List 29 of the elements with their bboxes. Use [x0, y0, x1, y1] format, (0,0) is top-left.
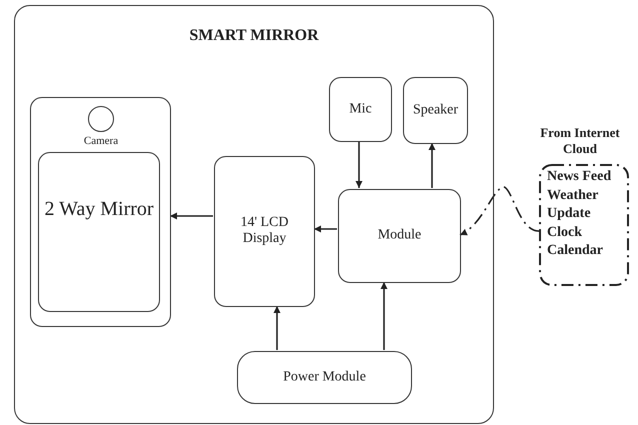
arrow — [356, 141, 362, 188]
system-frame — [14, 5, 494, 424]
camera-label: Camera — [82, 135, 120, 148]
node-label: Speaker — [412, 102, 460, 119]
feed-item: Clock — [547, 224, 582, 242]
module-box — [338, 189, 461, 283]
display-box — [214, 156, 315, 307]
node-label: 14' LCD Display — [239, 214, 290, 248]
node-label: 2 Way Mirror — [43, 197, 155, 221]
node-label: Power Module — [282, 369, 367, 386]
arrow — [314, 226, 337, 232]
speaker-box — [403, 77, 468, 144]
source-heading: From Internet Cloud — [539, 125, 621, 156]
arrow — [170, 212, 213, 220]
feed-item: Weather — [547, 188, 598, 204]
dashed-arrow — [460, 186, 540, 236]
node-label: Mic — [348, 101, 373, 118]
arrow — [428, 143, 436, 188]
feed-item: Update — [547, 206, 591, 223]
feed-item: News Feed — [547, 169, 612, 186]
mic-box — [329, 77, 392, 142]
node-label: Module — [376, 228, 422, 244]
arrow — [380, 282, 388, 350]
feed-item: Calendar — [547, 243, 603, 260]
arrow — [274, 306, 280, 350]
mirror-box — [38, 152, 160, 312]
frame-heading: SMART MIRROR — [188, 26, 320, 46]
power-box — [237, 351, 412, 404]
mirror-frame — [30, 97, 171, 327]
